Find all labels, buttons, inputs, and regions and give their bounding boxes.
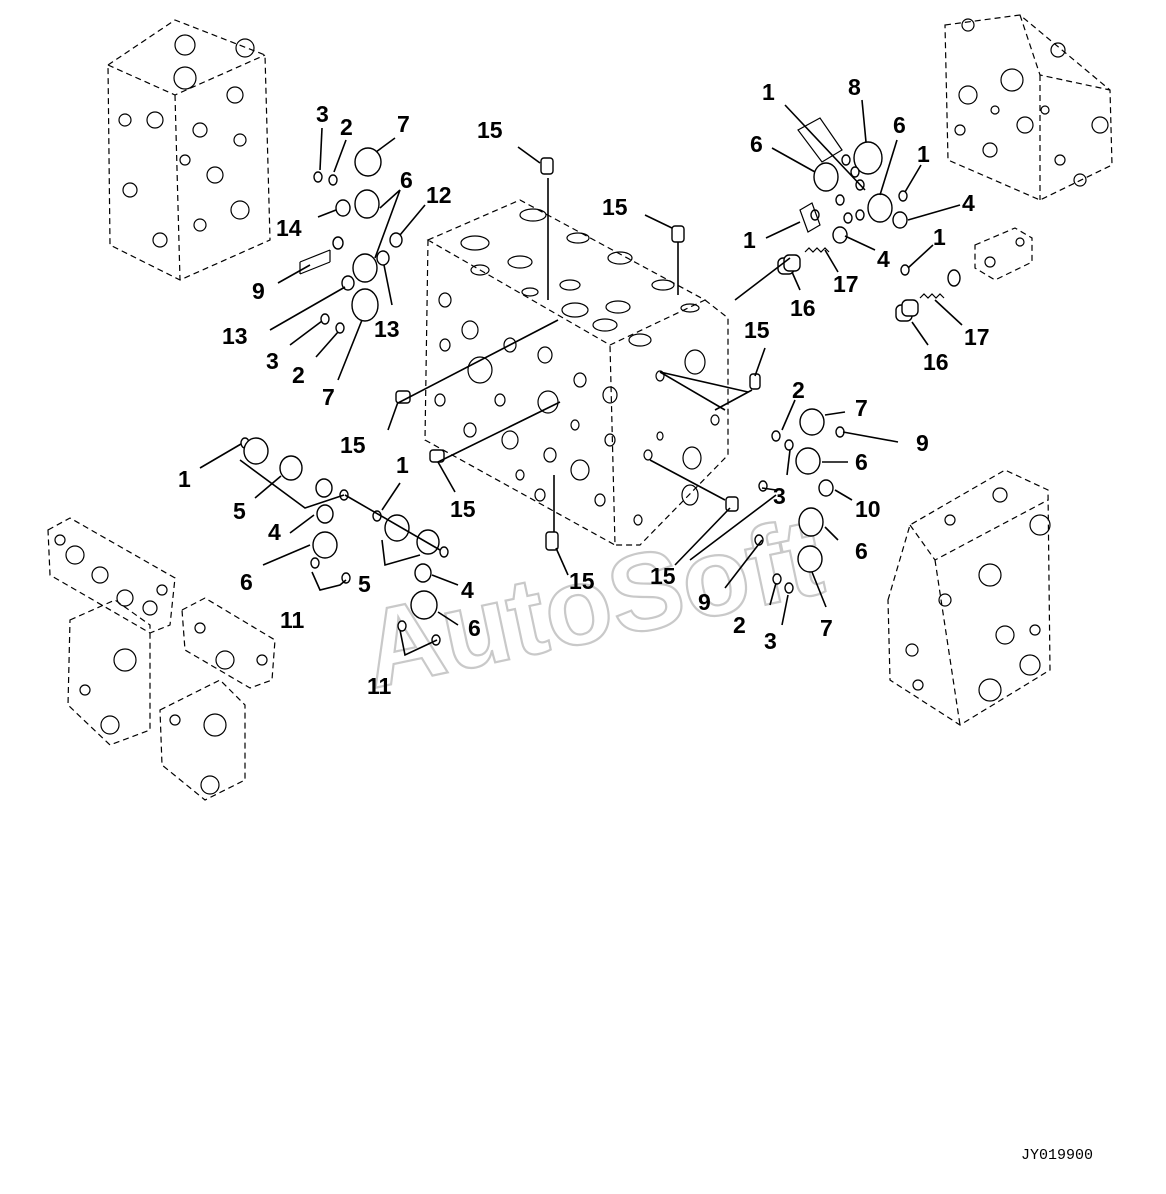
callout-3: 3 [316, 101, 329, 127]
callout-4: 4 [877, 246, 890, 272]
callout-17: 17 [833, 271, 859, 297]
callout-5: 5 [233, 498, 246, 524]
callout-6: 6 [240, 569, 253, 595]
callout-16: 16 [923, 349, 949, 375]
o-rings-and-seals [240, 117, 961, 646]
callout-6: 6 [750, 131, 763, 157]
callout-15: 15 [602, 194, 628, 220]
callout-9: 9 [252, 278, 265, 304]
callout-13: 13 [222, 323, 248, 349]
valve-section-bottom-left-group [47, 517, 276, 801]
callout-3: 3 [266, 348, 279, 374]
callout-4: 4 [461, 577, 474, 603]
callout-6: 6 [400, 167, 413, 193]
callout-14: 14 [276, 215, 302, 241]
callout-15: 15 [744, 317, 770, 343]
callout-1: 1 [178, 466, 191, 492]
callout-labels: 3 2 7 6 12 14 9 13 13 3 2 7 15 15 1 8 6 … [178, 74, 990, 699]
callout-7: 7 [820, 615, 833, 641]
valve-section-top-left [107, 19, 271, 281]
callout-1: 1 [933, 224, 946, 250]
valve-section-bottom-right [887, 469, 1051, 726]
callout-2: 2 [292, 362, 305, 388]
callout-11: 11 [367, 673, 392, 699]
callout-9: 9 [698, 589, 711, 615]
callout-10: 10 [855, 496, 881, 522]
callout-15: 15 [569, 568, 595, 594]
callout-7: 7 [397, 111, 410, 137]
callout-13: 13 [374, 316, 400, 342]
callout-15: 15 [340, 432, 366, 458]
callout-4: 4 [962, 190, 975, 216]
callout-2: 2 [792, 377, 805, 403]
callout-8: 8 [848, 74, 861, 100]
callout-1: 1 [762, 79, 775, 105]
main-valve-block [424, 199, 729, 547]
leader-lines [199, 99, 963, 657]
callout-5: 5 [358, 571, 371, 597]
valve-section-top-right [944, 14, 1113, 201]
callout-1: 1 [917, 141, 930, 167]
callout-1: 1 [743, 227, 756, 253]
callout-2: 2 [733, 612, 746, 638]
callout-1: 1 [396, 452, 409, 478]
callout-3: 3 [764, 628, 777, 654]
callout-16: 16 [790, 295, 816, 321]
callout-4: 4 [268, 519, 281, 545]
callout-6: 6 [855, 449, 868, 475]
callout-15: 15 [477, 117, 503, 143]
callout-12: 12 [426, 182, 452, 208]
callout-3: 3 [773, 483, 786, 509]
callout-6: 6 [855, 538, 868, 564]
callout-7: 7 [855, 395, 868, 421]
drawing-code: JY019900 [1021, 1147, 1093, 1164]
callout-6: 6 [468, 615, 481, 641]
callout-15: 15 [450, 496, 476, 522]
callout-11: 11 [280, 607, 305, 633]
cartridge-valve-right [974, 227, 1033, 281]
callout-9: 9 [916, 430, 929, 456]
callout-15: 15 [650, 563, 676, 589]
callout-17: 17 [964, 324, 990, 350]
callout-7: 7 [322, 384, 335, 410]
callout-2: 2 [340, 114, 353, 140]
callout-6: 6 [893, 112, 906, 138]
